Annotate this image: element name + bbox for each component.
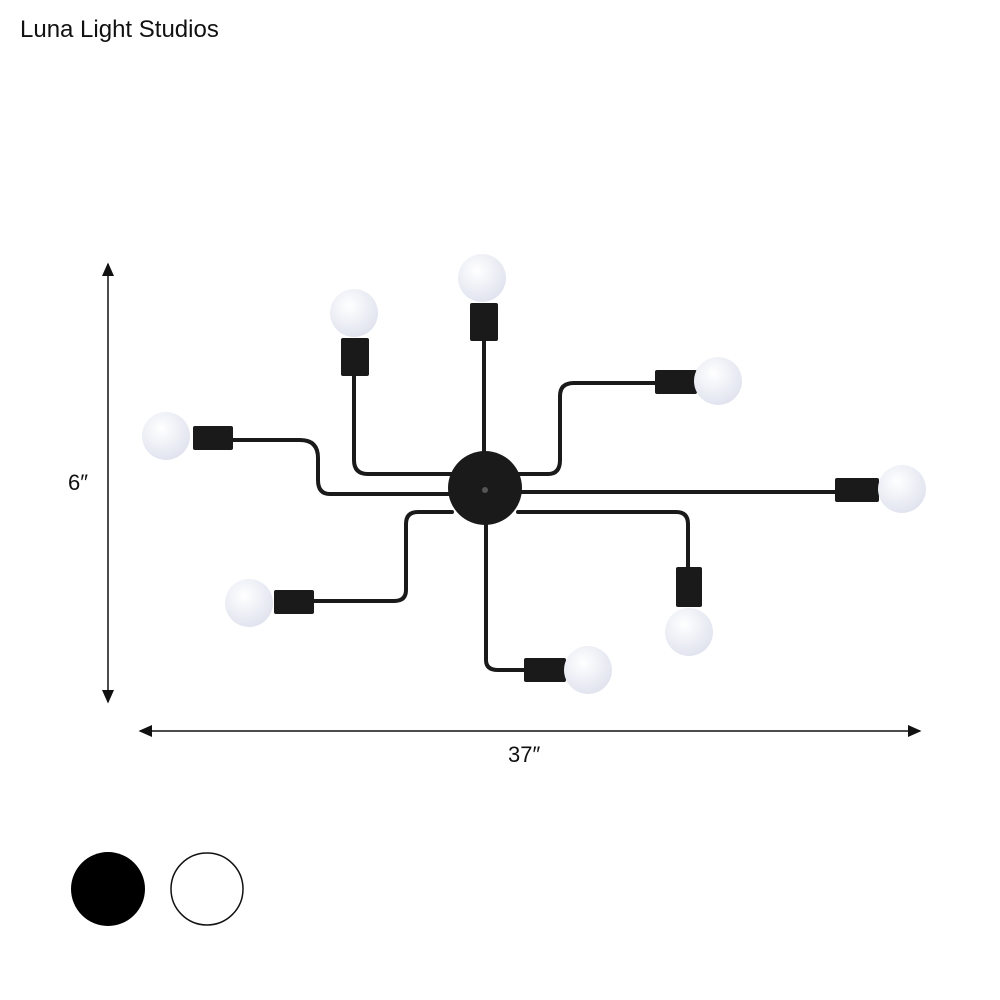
bulb: [564, 646, 612, 694]
bulb: [330, 289, 378, 337]
height-label: 6″: [68, 470, 89, 495]
dimension-arrows: [102, 262, 922, 737]
bulb: [694, 357, 742, 405]
bulbs: [142, 254, 926, 694]
bulb: [142, 412, 190, 460]
sockets: [193, 303, 879, 682]
arm-lower-center: [484, 518, 532, 672]
swatch-white[interactable]: [170, 852, 244, 926]
bulb: [225, 579, 273, 627]
brand-title: Luna Light Studios: [20, 16, 219, 43]
color-swatches: [71, 852, 244, 926]
bulb: [878, 465, 926, 513]
width-label: 37″: [508, 742, 541, 767]
bulb: [665, 608, 713, 656]
bulb: [458, 254, 506, 302]
arm-lower-right: [516, 510, 690, 574]
arm-upper-right: [513, 381, 662, 476]
arm-lower-left: [308, 510, 454, 603]
swatch-black[interactable]: [71, 852, 145, 926]
arm-left: [228, 438, 452, 496]
fixture-arms: [228, 328, 842, 672]
arm-upper-left: [352, 363, 457, 476]
